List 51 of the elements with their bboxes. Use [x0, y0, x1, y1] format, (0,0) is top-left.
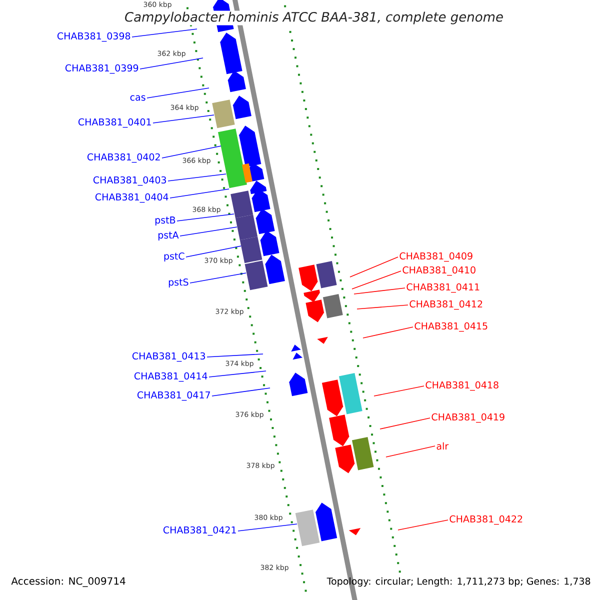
leader-line — [162, 146, 222, 158]
leader-line — [374, 386, 424, 396]
gene-label: pstC — [164, 252, 184, 262]
leader-line — [132, 28, 198, 38]
gene-label: CHAB381_0422 — [450, 515, 522, 525]
leader-line — [208, 370, 266, 378]
gene-label: CHAB381_0410 — [402, 266, 476, 276]
leader-line — [186, 246, 242, 258]
leader-line — [356, 304, 408, 310]
leader-line — [380, 418, 430, 430]
gene-label: CHAB381_0419 — [432, 413, 504, 423]
leader-line — [354, 288, 406, 294]
leader-line — [398, 520, 448, 530]
gene-label: CHAB381_0404 — [95, 193, 168, 203]
leader-line — [152, 114, 214, 124]
gene-label: alr — [436, 442, 449, 450]
accession-text: Accession: NC_009714 — [11, 577, 126, 587]
leader-line — [180, 226, 238, 236]
gene-label: CHAB381_0409 — [400, 252, 472, 262]
leader-line — [140, 58, 204, 70]
leader-line — [176, 214, 234, 222]
gene-label: CHAB381_0418 — [426, 381, 498, 391]
leader-line — [146, 88, 210, 98]
leader-line — [238, 524, 298, 532]
gene-label: CHAB381_0421 — [163, 526, 236, 536]
gene-label: cas — [130, 95, 146, 101]
genome-info-text: Topology: circular; Length: 1,711,273 bp; Genes: 1,738 — [326, 577, 590, 587]
leader-line — [350, 256, 398, 278]
gene-label: CHAB381_0412 — [410, 300, 482, 310]
gene-label: CHAB381_0398 — [57, 32, 130, 42]
gene-label: CHAB381_0403 — [93, 176, 166, 186]
gene-label: CHAB381_0401 — [78, 118, 151, 128]
gene-label: CHAB381_0413 — [132, 352, 206, 362]
leader-line — [206, 354, 264, 358]
leader-line — [362, 326, 414, 338]
gene-label: CHAB381_0415 — [414, 322, 488, 332]
gene-label: pstA — [158, 232, 179, 240]
gene-label: CHAB381_0399 — [65, 64, 138, 74]
leader-line — [168, 174, 226, 182]
gene-label: CHAB381_0402 — [87, 153, 160, 163]
gene-label: CHAB381_0411 — [406, 283, 480, 293]
title: Campylobacter hominis ATCC BAA-381, complete genome — [124, 10, 504, 26]
gene-label: pstS — [168, 278, 188, 288]
leader-line — [170, 188, 230, 198]
leader-line — [212, 388, 270, 396]
gene-label: CHAB381_0414 — [134, 372, 208, 382]
leader-line — [190, 272, 246, 284]
leader-line — [386, 446, 436, 458]
leader-line — [352, 270, 402, 290]
gene-label: pstB — [155, 216, 176, 226]
gene-label: CHAB381_0417 — [137, 391, 210, 401]
